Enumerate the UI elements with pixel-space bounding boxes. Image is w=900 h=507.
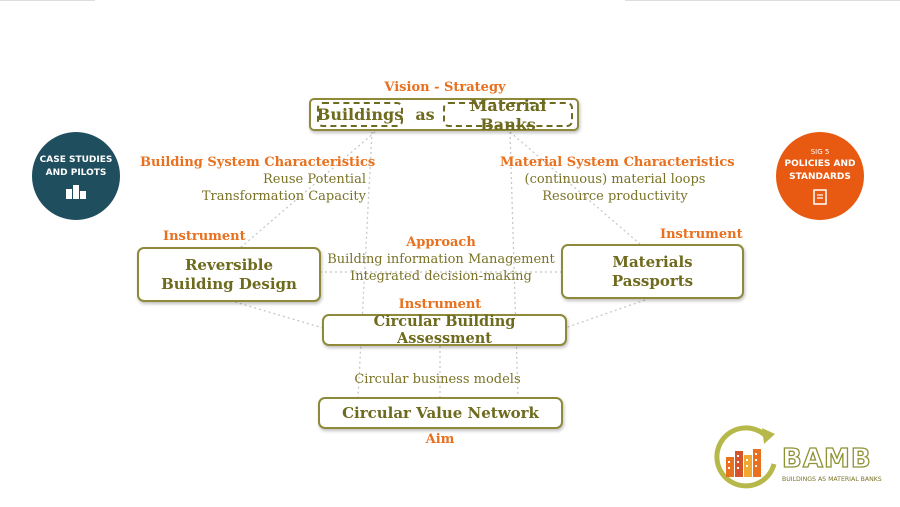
material-loops-text: (continuous) material loops <box>524 172 706 187</box>
material-banks-dashed-box: Material Banks <box>443 96 573 134</box>
instrument-center-label: Instrument <box>398 297 482 312</box>
as-label: as <box>415 105 435 124</box>
connector-banks-to-passports <box>509 131 641 245</box>
buildings-dashed-box: Buildings <box>317 102 403 127</box>
reversible-building-design-box: Reversible Building Design <box>137 247 321 302</box>
material-system-heading: Material System Characteristics <box>500 155 735 170</box>
resource-productivity-text: Resource productivity <box>542 189 688 204</box>
integrated-decision-making-text: Integrated decision-making <box>350 269 532 284</box>
passports-line2: Passports <box>611 271 694 290</box>
bamb-logo-name: BAMB <box>781 443 872 474</box>
case-studies-and-pilots-circle[interactable]: CASE STUDIES AND PILOTS <box>32 132 120 220</box>
top-divider-right <box>625 0 900 1</box>
bamb-logo-mark <box>714 425 777 489</box>
buildings-as-material-banks-box: Buildings as Material Banks <box>309 96 579 134</box>
policies-and-standards-circle[interactable]: SIG 5 POLICIES AND STANDARDS <box>776 132 864 220</box>
vision-strategy-label: Vision - Strategy <box>384 80 506 95</box>
connector-reversible-to-assessment <box>234 301 324 329</box>
bamb-logo: BAMB BUILDINGS AS MATERIAL BANKS <box>712 424 892 496</box>
document-icon <box>813 189 827 205</box>
aim-label: Aim <box>425 432 455 447</box>
instrument-left-label: Instrument <box>163 229 246 244</box>
building-system-characteristics: Building System Characteristics Reuse Po… <box>140 154 376 205</box>
case-studies-line1: CASE STUDIES <box>39 154 113 165</box>
reversible-line1: Reversible <box>184 255 274 274</box>
approach-heading: Approach <box>406 235 476 250</box>
top-divider-left <box>0 0 95 1</box>
reuse-potential-text: Reuse Potential <box>263 172 366 187</box>
sig5-label: SIG 5 <box>810 148 830 156</box>
connector-banks-down <box>509 131 519 399</box>
instrument-right-label: Instrument <box>660 227 743 242</box>
passports-line1: Materials <box>612 252 693 271</box>
approach-block: Approach Building information Management… <box>320 234 562 285</box>
connector-buildings-down <box>357 131 373 399</box>
case-studies-line2: AND PILOTS <box>45 167 107 178</box>
bamb-logo-tagline: BUILDINGS AS MATERIAL BANKS <box>782 476 882 483</box>
buildings-icon <box>66 184 86 199</box>
building-information-management-text: Building information Management <box>327 252 555 267</box>
transformation-capacity-text: Transformation Capacity <box>201 189 366 204</box>
materials-passports-box: Materials Passports <box>561 244 744 299</box>
policies-line1: POLICIES AND <box>784 159 856 169</box>
policies-line2: STANDARDS <box>789 172 851 182</box>
material-system-characteristics: Material System Characteristics (continu… <box>500 154 735 205</box>
circular-value-network-box: Circular Value Network <box>318 397 563 429</box>
circular-building-assessment-box: Circular Building Assessment <box>322 313 567 347</box>
reversible-line2: Building Design <box>161 274 297 293</box>
connector-passports-to-assessment <box>564 299 646 329</box>
building-system-heading: Building System Characteristics <box>140 155 376 170</box>
circular-business-models-text: Circular business models <box>354 372 521 387</box>
